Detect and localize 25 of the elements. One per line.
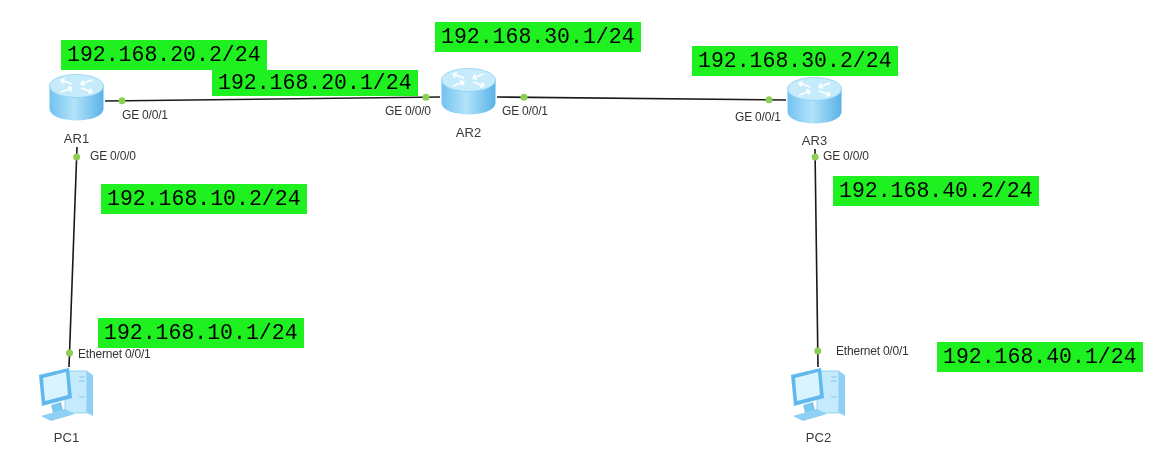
port-label: GE 0/0/1 xyxy=(122,109,168,122)
cable-line xyxy=(68,146,78,368)
device-label: PC1 xyxy=(53,430,80,446)
ip-address-label: 192.168.40.2/24 xyxy=(833,176,1039,206)
ip-address-label: 192.168.20.2/24 xyxy=(61,40,267,70)
ip-address-label: 192.168.20.1/24 xyxy=(212,70,418,96)
device-label: PC2 xyxy=(805,430,832,446)
ip-address-label: 192.168.30.2/24 xyxy=(692,46,898,76)
cable-line xyxy=(814,148,819,368)
device-label: AR3 xyxy=(801,133,828,149)
device-label: AR2 xyxy=(455,125,482,141)
cable-line xyxy=(104,96,441,102)
ip-address-label: 192.168.30.1/24 xyxy=(435,22,641,52)
port-label: GE 0/0/0 xyxy=(823,150,869,163)
cable-line xyxy=(496,96,787,101)
device-label: AR1 xyxy=(63,131,90,147)
port-label: Ethernet 0/0/1 xyxy=(836,345,909,358)
port-label: GE 0/0/0 xyxy=(385,105,431,118)
port-label: Ethernet 0/0/1 xyxy=(78,348,151,361)
port-label: GE 0/0/0 xyxy=(90,150,136,163)
port-label: GE 0/0/1 xyxy=(502,105,548,118)
ip-address-label: 192.168.10.2/24 xyxy=(101,184,307,214)
ip-address-label: 192.168.10.1/24 xyxy=(98,318,304,348)
ip-address-label: 192.168.40.1/24 xyxy=(937,342,1143,372)
port-label: GE 0/0/1 xyxy=(735,111,781,124)
